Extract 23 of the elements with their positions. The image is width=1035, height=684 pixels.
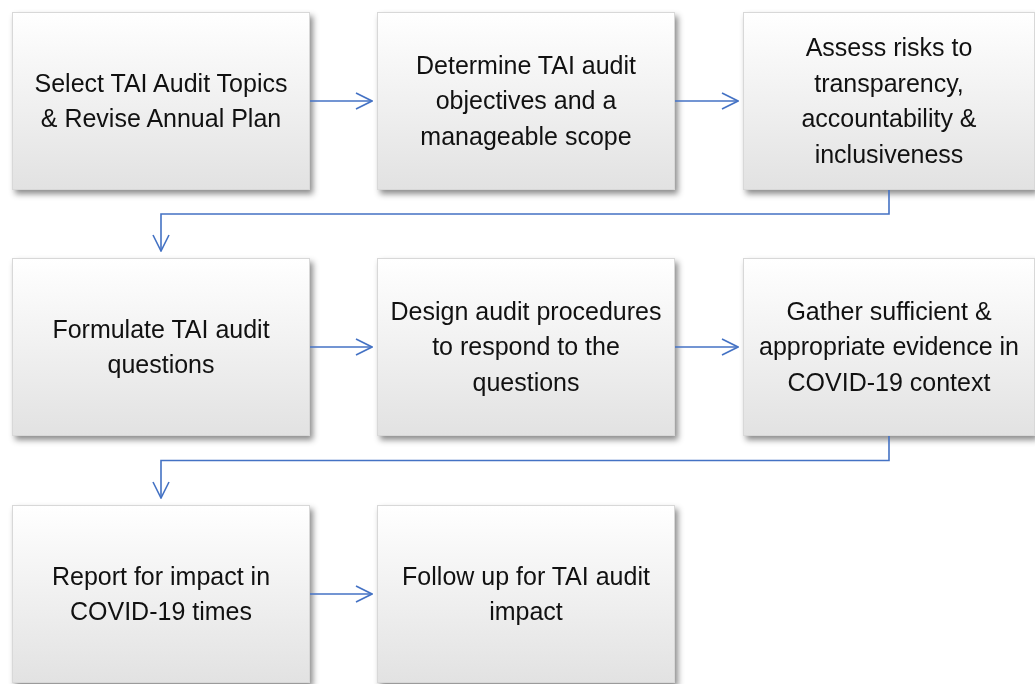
step-text: Determine TAI audit objectives and a manageable scope xyxy=(415,49,637,152)
step-text: Select TAI Audit Topics & Revise Annual Plan xyxy=(33,67,289,134)
step-text: Design audit procedures to respond to the questions xyxy=(389,295,663,398)
process-box xyxy=(12,12,310,190)
process-box xyxy=(377,12,675,190)
arrow xyxy=(674,92,739,110)
process-box xyxy=(12,258,310,436)
arrow xyxy=(152,435,890,499)
arrow xyxy=(309,338,373,356)
arrow xyxy=(674,338,739,356)
process-box xyxy=(743,258,1035,436)
step-text: Gather sufficient & appropriate evidence in COVID-19 context xyxy=(758,295,1020,398)
process-box xyxy=(12,505,310,683)
arrow xyxy=(152,189,890,252)
step-text: Formulate TAI audit questions xyxy=(51,313,271,380)
step-text: Report for impact in COVID-19 times xyxy=(50,560,272,627)
process-box xyxy=(743,12,1035,190)
step-text: Follow up for TAI audit impact xyxy=(401,560,651,627)
process-box xyxy=(377,505,675,683)
step-text: Assess risks to transparency, accountability & inclusiveness xyxy=(800,32,978,170)
arrow xyxy=(309,92,373,110)
process-box xyxy=(377,258,675,436)
arrow xyxy=(309,585,373,603)
